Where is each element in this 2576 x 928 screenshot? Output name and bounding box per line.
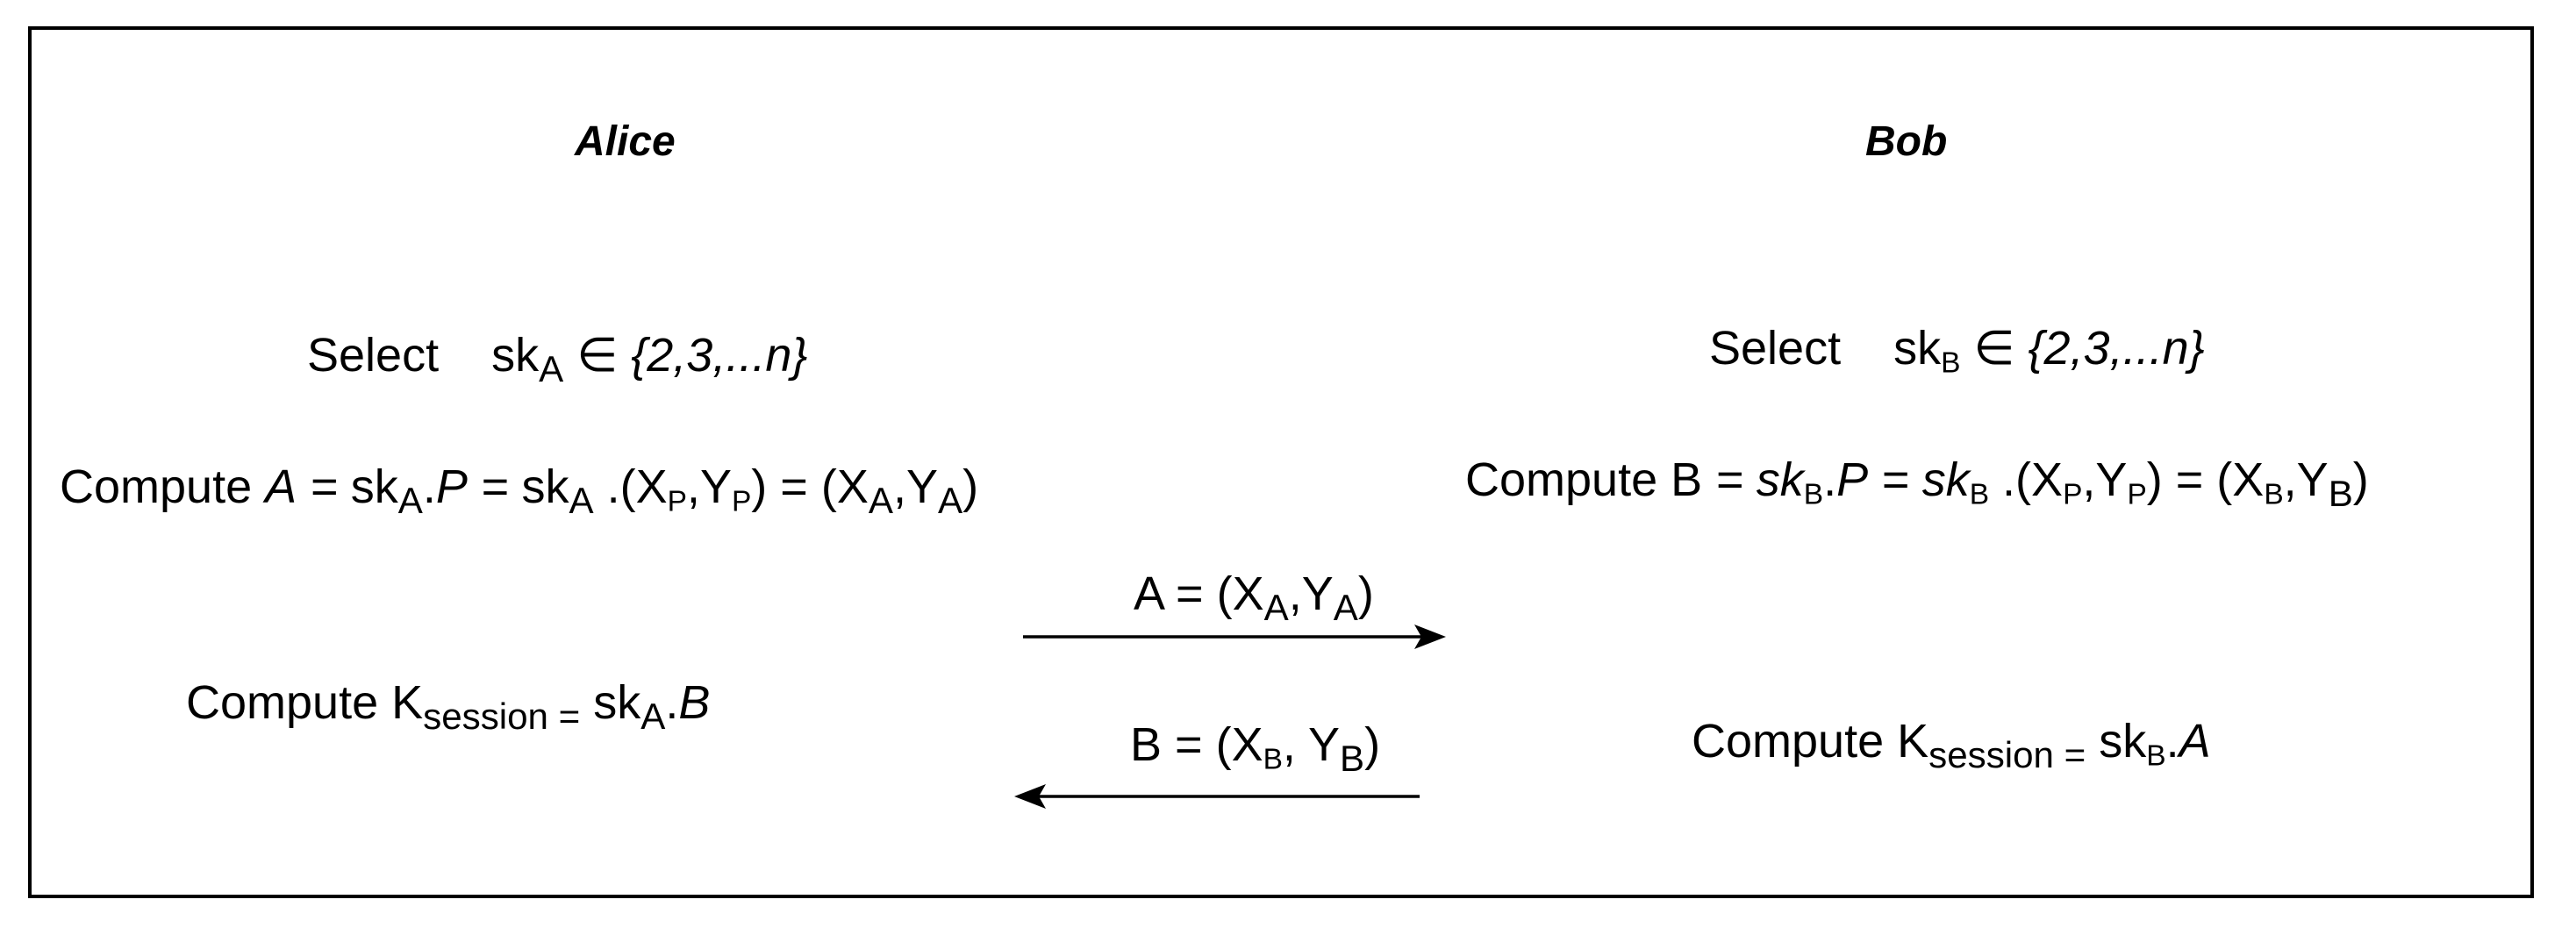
arrow-to-bob <box>1023 625 1446 649</box>
arrow-to-alice <box>1014 784 1420 809</box>
diagram-frame <box>28 26 2534 898</box>
bob-heading: Bob <box>1865 118 1948 165</box>
bob-compute-public-key: Compute B = skB.P = skB .(XP,YP) = (XB,Y… <box>1465 453 2369 514</box>
message-to-alice-label: B = (XB, YB) <box>1130 718 1381 779</box>
message-to-bob-label: A = (XA,YA) <box>1134 568 1374 628</box>
alice-heading: Alice <box>575 118 676 165</box>
bob-compute-session-key: Compute Ksession = skB.A <box>1692 715 2211 775</box>
alice-compute-public-key: Compute A = skA.P = skA .(XP,YP) = (XA,Y… <box>60 460 979 521</box>
alice-compute-session-key: Compute Ksession = skA.B <box>186 676 711 737</box>
